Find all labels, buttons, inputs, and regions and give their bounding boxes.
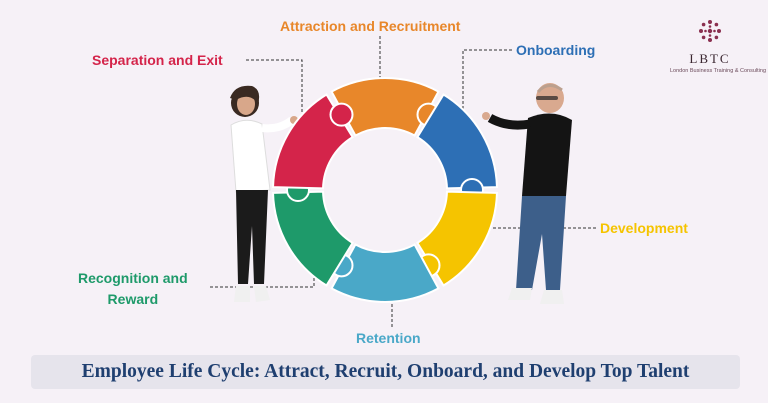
puzzle-piece-attraction	[330, 77, 440, 137]
person-right	[482, 83, 572, 304]
stage-label-recognition-line1: Recognition and	[78, 270, 188, 286]
stage-label-retention: Retention	[356, 330, 421, 346]
banner-title: Employee Life Cycle: Attract, Recruit, O…	[81, 361, 690, 382]
stage-label-separation: Separation and Exit	[92, 52, 223, 68]
puzzle-knob-separation	[329, 102, 354, 127]
logo-mark-icon	[699, 20, 721, 42]
stage-label-recognition: Recognition and Reward	[78, 268, 188, 310]
stage-label-onboarding: Onboarding	[516, 42, 596, 58]
logo-tagline: London Business Training & Consulting	[670, 68, 767, 74]
puzzle-piece-recognition	[272, 190, 354, 287]
puzzle-piece-onboarding	[416, 93, 498, 190]
company-logo: LBTC London Business Training & Consulti…	[670, 18, 767, 74]
stage-label-development: Development	[600, 220, 688, 236]
logo-name: LBTC	[689, 51, 731, 66]
puzzle-piece-retention	[330, 243, 440, 303]
title-banner: Employee Life Cycle: Attract, Recruit, O…	[31, 355, 740, 389]
stage-label-recognition-line2: Reward	[107, 291, 159, 307]
lifecycle-ring	[272, 77, 498, 303]
connector-onboarding	[462, 49, 512, 125]
person-left	[230, 85, 298, 302]
stage-label-attraction: Attraction and Recruitment	[280, 18, 461, 34]
connector-separation	[246, 59, 303, 148]
